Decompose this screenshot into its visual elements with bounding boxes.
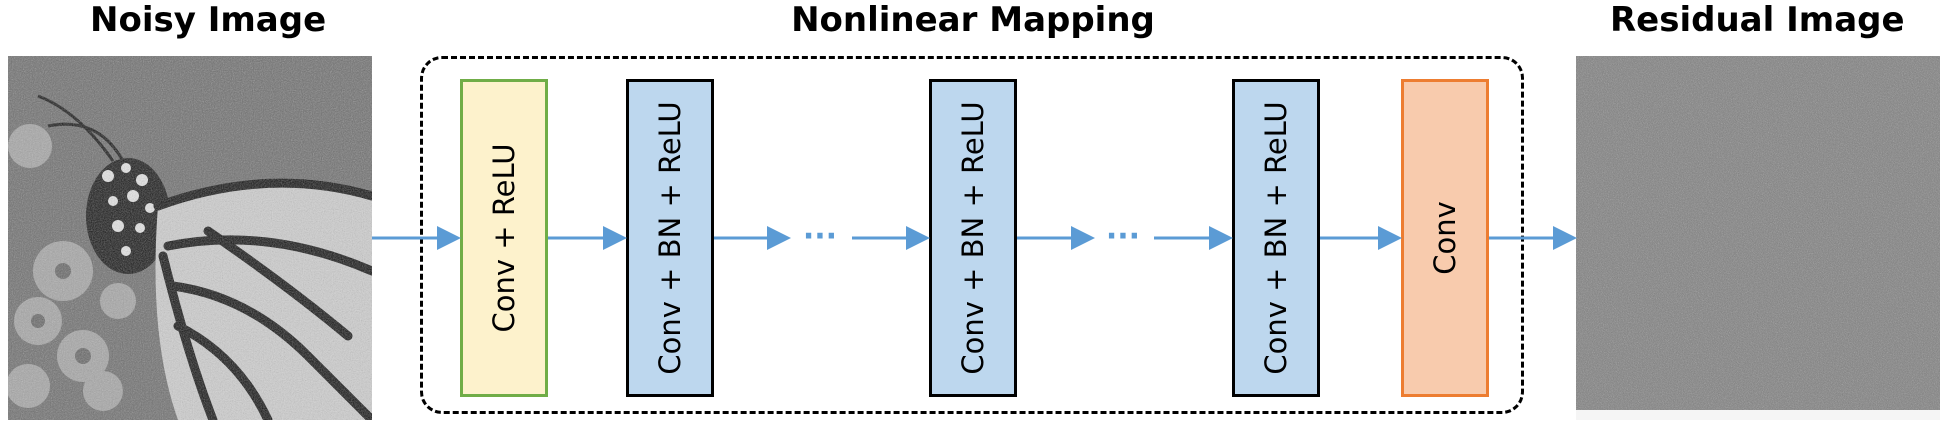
ellipsis: ··· xyxy=(1106,219,1140,254)
ellipsis: ··· xyxy=(803,219,837,254)
noisy-butterfly-image xyxy=(8,56,372,420)
residual-noise-image xyxy=(1576,56,1940,420)
conv-relu-block: Conv + ReLU xyxy=(460,79,548,397)
conv-bn-relu-block: Conv + BN + ReLU xyxy=(929,79,1017,397)
nonlinear-mapping-dashed-box xyxy=(420,56,1524,414)
conv-bn-relu-block: Conv + BN + ReLU xyxy=(626,79,714,397)
residual-image-title: Residual Image xyxy=(1610,0,1905,40)
conv-block: Conv xyxy=(1401,79,1489,397)
conv-bn-relu-block: Conv + BN + ReLU xyxy=(1232,79,1320,397)
noisy-image-title: Noisy Image xyxy=(90,0,327,40)
nonlinear-mapping-title: Nonlinear Mapping xyxy=(791,0,1155,40)
